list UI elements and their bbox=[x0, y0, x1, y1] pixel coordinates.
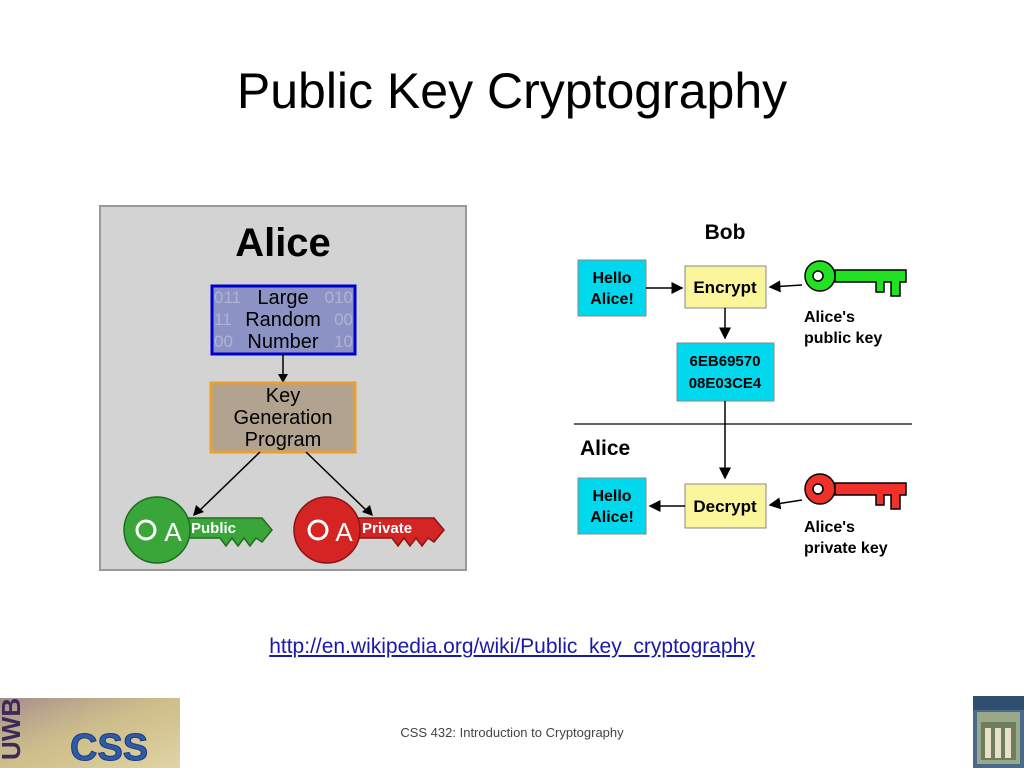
plaintext-top-line-2: Alice! bbox=[590, 291, 634, 308]
bob-label: Bob bbox=[705, 221, 746, 244]
red-key-icon bbox=[768, 473, 907, 510]
binary-right-3: 10 bbox=[334, 332, 353, 351]
program-label-2: Generation bbox=[234, 407, 333, 429]
random-label-2: Random bbox=[245, 309, 321, 331]
plaintext-box-bottom bbox=[577, 477, 647, 535]
arrowhead-to-public-key bbox=[193, 505, 204, 516]
logo-css-text: CSS bbox=[70, 727, 148, 768]
private-key-caption-2: private key bbox=[804, 540, 888, 557]
binary-right-1: 010 bbox=[325, 288, 353, 307]
private-key-caption-1: Alice's bbox=[804, 519, 855, 536]
private-key-icon: A Private bbox=[293, 496, 445, 564]
plaintext-top-line-1: Hello bbox=[592, 270, 631, 287]
arrow-to-public-key bbox=[197, 451, 261, 513]
arrowhead-random-to-program bbox=[278, 374, 288, 383]
wikipedia-link[interactable]: http://en.wikipedia.org/wiki/Public_key_… bbox=[269, 635, 755, 658]
slide-title: Public Key Cryptography bbox=[236, 63, 788, 119]
ciphertext-line-2: 08E03CE4 bbox=[689, 375, 762, 392]
green-key-icon bbox=[768, 260, 907, 297]
public-key-label: Public bbox=[191, 520, 236, 537]
private-key-label: Private bbox=[362, 520, 412, 537]
plaintext-box-top bbox=[577, 259, 647, 317]
ciphertext-box bbox=[676, 342, 775, 402]
encrypt-label: Encrypt bbox=[693, 278, 757, 297]
slide-footer: CSS 432: Introduction to Cryptography bbox=[400, 725, 624, 740]
encrypt-box bbox=[684, 265, 767, 309]
public-key-caption-1: Alice's bbox=[804, 309, 855, 326]
alice-label: Alice bbox=[580, 437, 630, 460]
binary-left-2: 11 bbox=[214, 310, 232, 329]
public-key-icon: A Public bbox=[123, 496, 273, 564]
plaintext-bottom-line-2: Alice! bbox=[590, 509, 634, 526]
binary-left-3: 00 bbox=[214, 332, 233, 351]
binary-right-2: 00 bbox=[334, 310, 353, 329]
decrypt-label: Decrypt bbox=[693, 497, 757, 516]
ciphertext-line-1: 6EB69570 bbox=[690, 353, 761, 370]
public-key-caption-2: public key bbox=[804, 330, 882, 347]
random-label-1: Large bbox=[257, 287, 308, 309]
plaintext-bottom-line-1: Hello bbox=[592, 488, 631, 505]
arrowhead-to-private-key bbox=[362, 505, 373, 516]
random-label-3: Number bbox=[247, 331, 318, 353]
public-key-letter: A bbox=[164, 517, 182, 547]
program-label-3: Program bbox=[245, 429, 322, 451]
keygen-person: Alice bbox=[235, 221, 331, 265]
key-generation-program-box bbox=[209, 381, 357, 454]
program-label-1: Key bbox=[266, 385, 300, 407]
logo-uwb-letters: UWB bbox=[0, 698, 26, 760]
binary-left-1: 011 bbox=[214, 288, 241, 307]
arrow-to-private-key bbox=[305, 451, 369, 513]
private-key-letter: A bbox=[335, 517, 353, 547]
random-number-box bbox=[210, 284, 357, 356]
